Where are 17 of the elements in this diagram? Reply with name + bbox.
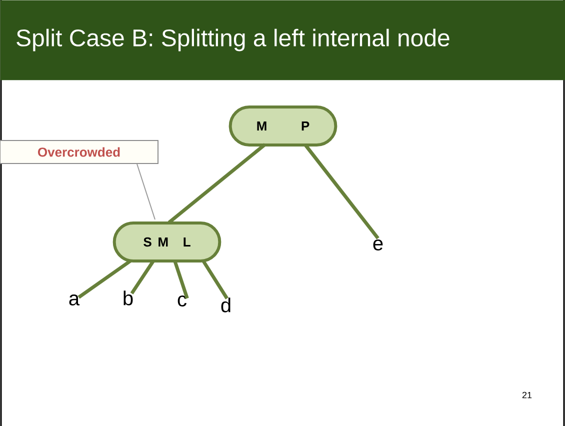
- tree-node: M P: [228, 106, 338, 146]
- subtree-label: b: [124, 290, 133, 306]
- tree-edge: [173, 260, 189, 299]
- tree-edge: [202, 260, 228, 300]
- tree-edge: [168, 143, 266, 224]
- subtree-label: e: [373, 240, 383, 250]
- leader-line: [136, 164, 156, 220]
- tree-edge: [304, 143, 380, 240]
- tree-node: S M L: [112, 222, 222, 262]
- subtree-label: d: [221, 298, 230, 312]
- page-number: 21: [522, 392, 532, 398]
- subtree-label: c: [178, 296, 186, 306]
- callout-box: Overcrowded: [0, 140, 158, 164]
- tree-edge: [78, 259, 132, 299]
- tree-edge: [130, 260, 154, 294]
- title: Split Case B: Splitting a left internal node: [16, 28, 450, 52]
- subtree-label: a: [69, 294, 80, 306]
